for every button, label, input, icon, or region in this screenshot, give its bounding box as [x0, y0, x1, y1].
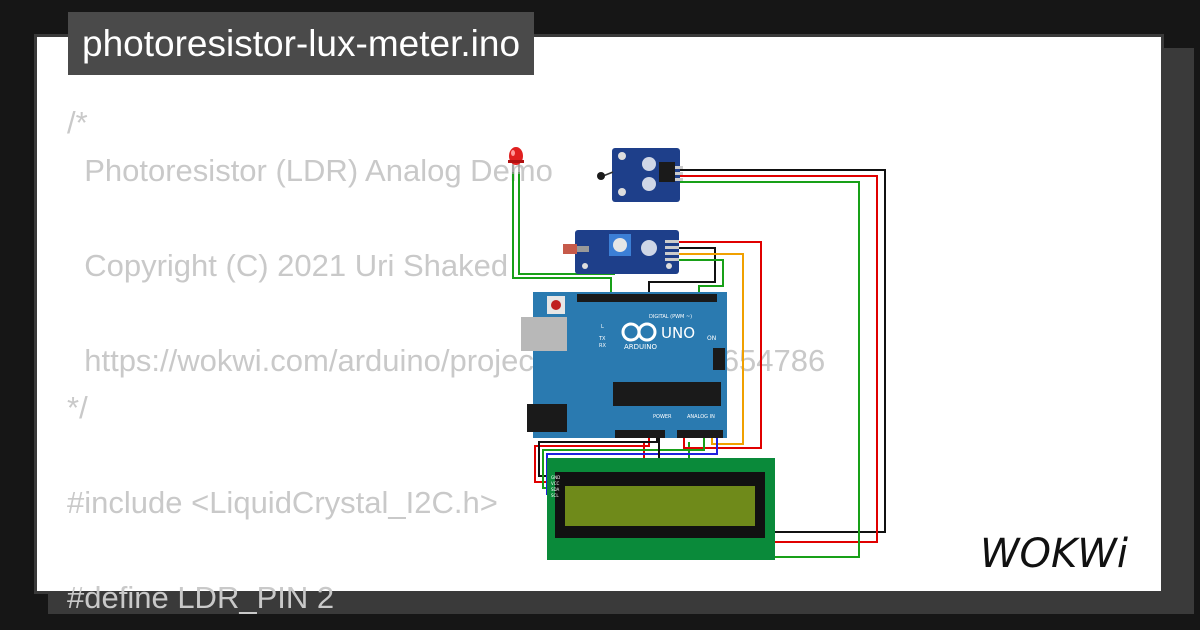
ldr-sensor-head: [563, 244, 577, 254]
code-line: Copyright (C) 2021 Uri Shaked: [67, 247, 509, 283]
digital-label: DIGITAL (PWM ~): [649, 314, 692, 320]
wire-temp-gnd: [679, 169, 886, 533]
wire-ldr-gnd: [648, 247, 716, 292]
code-line: #include <LiquidCrystal_I2C.h>: [67, 485, 498, 520]
tx-led-label: TX: [598, 336, 606, 342]
arduino-logo: ARDUINO UNO: [621, 322, 695, 351]
svg-text:SDA: SDA: [551, 487, 560, 492]
power-label: POWER: [653, 414, 672, 420]
svg-text:SCL: SCL: [551, 493, 559, 498]
l-led-label: L: [601, 324, 604, 330]
project-filename: photoresistor-lux-meter.ino: [68, 12, 535, 75]
wire-lcd-sda: [542, 436, 705, 489]
svg-text:WOKWi: WOKWi: [980, 531, 1128, 577]
wokwi-logo: WOKWi: [980, 531, 1128, 577]
code-line: /*: [67, 105, 88, 140]
lcd-screen: [565, 486, 755, 526]
analog-label: ANALOG IN: [687, 414, 715, 420]
usb-port: [521, 317, 567, 351]
code-line: Photoresistor (LDR) Analog Demo: [67, 152, 553, 188]
icsp-header: [713, 348, 725, 370]
arduino-uno-board[interactable]: DIGITAL (PWM ~) ARDUINO UNO ON L TX RX P…: [521, 292, 727, 438]
atmega-chip: [613, 382, 721, 406]
analog-header: [677, 430, 723, 438]
code-preview: /* Photoresistor (LDR) Analog Demo Copyr…: [67, 99, 1161, 622]
red-led[interactable]: [508, 147, 524, 174]
wire-ldr-do: [679, 259, 724, 292]
digital-header: [577, 294, 717, 302]
power-header: [615, 430, 665, 438]
wire-ldr-vcc: [679, 241, 762, 449]
reset-button[interactable]: [551, 300, 561, 310]
on-led-label: ON: [707, 335, 716, 342]
temperature-sensor-module[interactable]: [597, 148, 683, 202]
power-jack: [527, 404, 567, 432]
svg-text:UNO: UNO: [661, 324, 695, 342]
rx-led-label: RX: [599, 343, 606, 349]
lcd-pin-labels: GND VCC SDA SCL: [551, 475, 560, 498]
lcd-1602-display[interactable]: GND VCC SDA SCL: [547, 458, 775, 560]
wire-ldr-ao: [679, 253, 744, 445]
wire-led-green: [512, 172, 612, 292]
code-line: */: [67, 390, 88, 425]
circuit-diagram[interactable]: DIGITAL (PWM ~) ARDUINO UNO ON L TX RX P…: [499, 142, 899, 567]
code-line: #define LDR_PIN 2: [67, 580, 335, 615]
svg-text:GND: GND: [551, 475, 560, 480]
photoresistor-module[interactable]: [563, 230, 679, 274]
svg-text:ARDUINO: ARDUINO: [624, 343, 657, 351]
preview-card[interactable]: /* Photoresistor (LDR) Analog Demo Copyr…: [34, 34, 1164, 615]
svg-text:VCC: VCC: [551, 481, 560, 486]
